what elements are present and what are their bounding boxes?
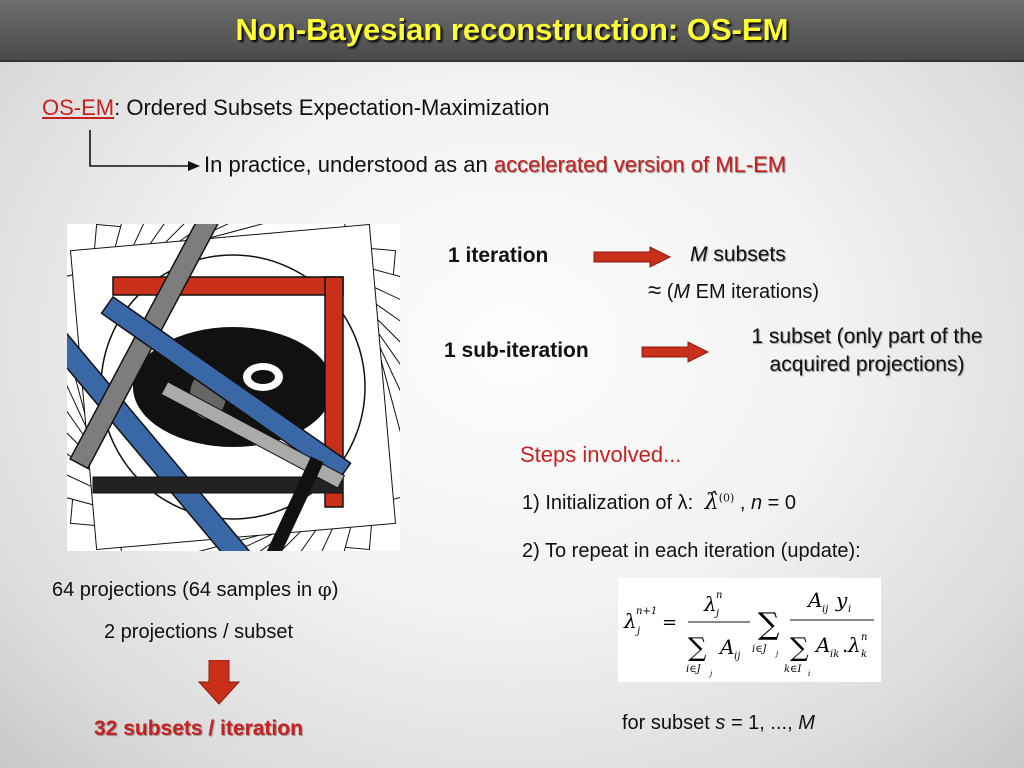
eq-den2-a: A <box>814 633 830 657</box>
eq-sum3-idx-sub: i <box>808 670 810 678</box>
update-equation: λ n+1 j = λ n j ∑ A ij i∈J j ∑ i∈J j A i… <box>618 578 881 682</box>
step1-lambda-hat: λ̂ <box>704 490 719 515</box>
step1-lambda: λ <box>677 492 688 514</box>
step1-prefix: 1) Initialization of <box>522 492 678 514</box>
eq-equals: = <box>662 612 677 633</box>
eq-den2-l-sup: n <box>861 632 867 643</box>
eq-sum3: ∑ <box>790 633 809 663</box>
approx-open: ( <box>661 281 674 303</box>
subsets-result: 32 subsets / iteration <box>94 717 303 740</box>
step1-colon: : <box>687 492 694 514</box>
eq-num1-sup: n <box>716 590 722 601</box>
eq-den2-l-sub: k <box>861 649 867 660</box>
iteration-label: 1 iteration <box>448 244 549 267</box>
projections-suffix: ) <box>331 579 339 601</box>
projection-diagram <box>20 174 446 600</box>
iteration-m: M <box>690 243 708 266</box>
eq-sum2-idx: i∈J <box>752 644 768 655</box>
approx-m: M <box>673 281 691 303</box>
steps-heading: Steps involved... <box>520 442 682 467</box>
subset-range: for subset s = 1, ..., M <box>622 712 815 735</box>
sub-result-line1: 1 subset (only part of the <box>751 325 983 348</box>
step1-sup: (0) <box>718 491 735 505</box>
eq-num1-sub: j <box>714 608 719 619</box>
equation-render: λ n+1 j = λ n j ∑ A ij i∈J j ∑ i∈J j A i… <box>623 588 874 678</box>
eq-num2-y-sub: i <box>848 604 851 615</box>
phi-symbol: φ <box>317 577 332 601</box>
eq-lhs: λ <box>623 609 637 633</box>
step1: 1) Initialization of λ: λ̂(0) , n = 0 <box>522 490 796 515</box>
projections-prefix: 64 projections (64 samples in <box>52 579 318 601</box>
elbow-arrow-icon <box>89 130 200 171</box>
practice-highlight: accelerated version of ML-EM <box>493 152 787 177</box>
eq-lhs-sub: j <box>635 626 640 637</box>
practice-prefix: In practice, understood as an <box>204 152 494 177</box>
footer-prefix: for subset <box>622 712 716 734</box>
step1-n: n <box>750 492 763 514</box>
approx-symbol: ≈ <box>648 277 662 304</box>
eq-den2-a-sub: ik <box>830 649 839 660</box>
eq-num2-a: A <box>806 588 822 612</box>
practice-line: In practice, understood as an accelerate… <box>204 152 786 178</box>
down-arrow-icon <box>197 660 241 705</box>
step1-comma: , <box>734 492 751 514</box>
eq-den1: A <box>718 635 734 659</box>
approx-text: EM iterations) <box>690 281 819 303</box>
definition-text: : Ordered Subsets Expectation-Maximizati… <box>114 95 550 120</box>
eq-num2-a-sub: ij <box>822 604 828 615</box>
acronym-osem: OS-EM <box>42 95 115 120</box>
eq-num1: λ <box>703 592 717 616</box>
eq-sum3-idx: k∈I <box>784 664 802 675</box>
sub-iteration-label: 1 sub-iteration <box>444 339 589 362</box>
step1-eq: = 0 <box>762 492 797 514</box>
footer-s: s <box>715 712 726 734</box>
eq-den1-sub: ij <box>734 651 740 662</box>
footer-mid: = 1, ..., <box>725 712 799 734</box>
eq-sum2-idx-sub: j <box>774 650 779 658</box>
slide-title: Non-Bayesian reconstruction: OS-EM <box>235 12 789 47</box>
eq-sum1-idx-sub: j <box>708 670 713 678</box>
eq-sum1: ∑ <box>688 633 707 663</box>
eq-sum2: ∑ <box>758 607 780 642</box>
title-bar: Non-Bayesian reconstruction: OS-EM <box>0 0 1024 62</box>
iteration-subsets: subsets <box>707 243 786 266</box>
sub-iteration-arrow-icon <box>641 341 710 363</box>
intro-definition: OS-EM: Ordered Subsets Expectation-Maxim… <box>42 95 549 121</box>
per-subset-caption: 2 projections / subset <box>104 621 293 643</box>
iteration-arrow-icon <box>593 246 672 268</box>
eq-sum1-idx: i∈J <box>686 664 702 675</box>
iteration-result: M subsets <box>690 243 786 267</box>
projection-figure <box>20 174 446 600</box>
eq-num2-y: y <box>835 588 848 612</box>
step2: 2) To repeat in each iteration (update): <box>522 540 861 562</box>
eq-lhs-sup: n+1 <box>636 606 657 617</box>
projections-caption: 64 projections (64 samples in φ) <box>52 577 338 602</box>
eq-den2-dot: . <box>842 633 848 657</box>
sub-result-line2: acquired projections) <box>769 353 965 376</box>
iteration-approx: ≈ (M EM iterations) <box>648 277 819 305</box>
eq-den2-l: λ <box>847 633 861 657</box>
sub-iteration-result: 1 subset (only part of the acquired proj… <box>718 323 1016 379</box>
footer-m: M <box>798 712 815 734</box>
